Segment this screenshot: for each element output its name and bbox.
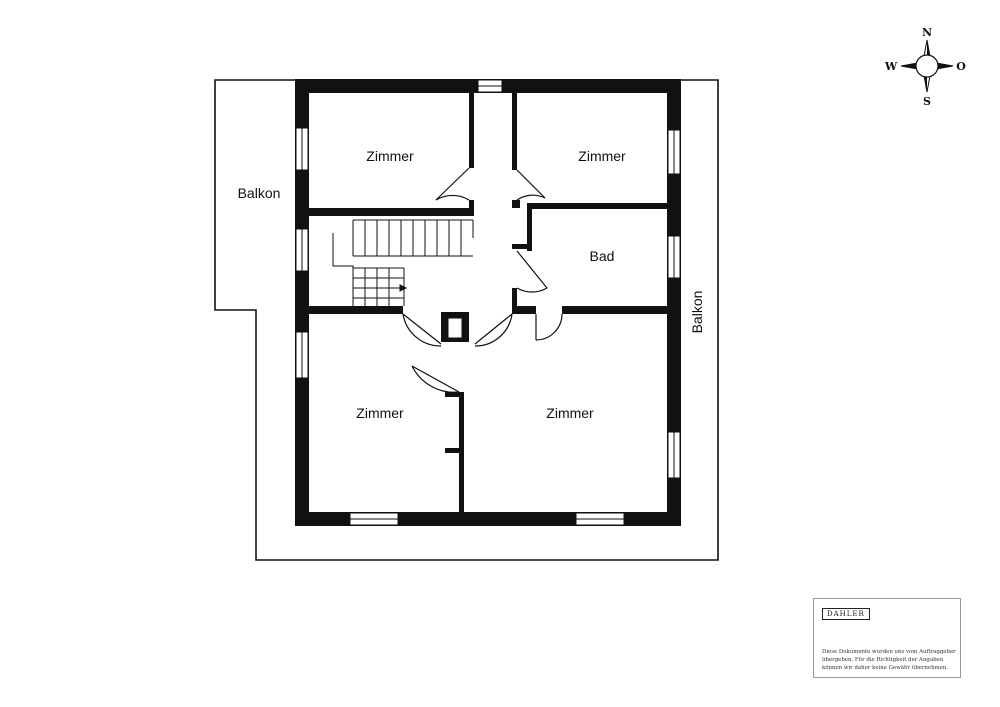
- room-label-zimmer-bottom-right: Zimmer: [546, 405, 594, 421]
- chimney: [447, 317, 463, 339]
- compass-rose: N S W O: [884, 26, 966, 108]
- compass-south-label: S: [923, 95, 931, 108]
- disclaimer-text: Diese Dokumente wurden uns vom Auftragge…: [822, 649, 956, 671]
- room-label-zimmer-bottom-left: Zimmer: [356, 405, 404, 421]
- brand-logo: DAHLER: [822, 608, 870, 620]
- staircase: [332, 219, 474, 306]
- compass-north-label: N: [922, 26, 932, 39]
- compass-east-label: O: [956, 60, 966, 73]
- door-swings: [402, 167, 563, 393]
- compass-west-label: W: [884, 60, 898, 73]
- room-label-balkon-east: Balkon: [689, 291, 705, 334]
- balcony-outline: [214, 79, 719, 561]
- windows: [295, 79, 681, 526]
- room-label-zimmer-top-right: Zimmer: [578, 148, 626, 164]
- disclaimer-box: DAHLER Diese Dokumente wurden uns vom Au…: [813, 598, 961, 678]
- room-label-bad: Bad: [590, 248, 615, 264]
- room-label-balkon-west: Balkon: [238, 185, 281, 201]
- room-label-zimmer-top-left: Zimmer: [366, 148, 414, 164]
